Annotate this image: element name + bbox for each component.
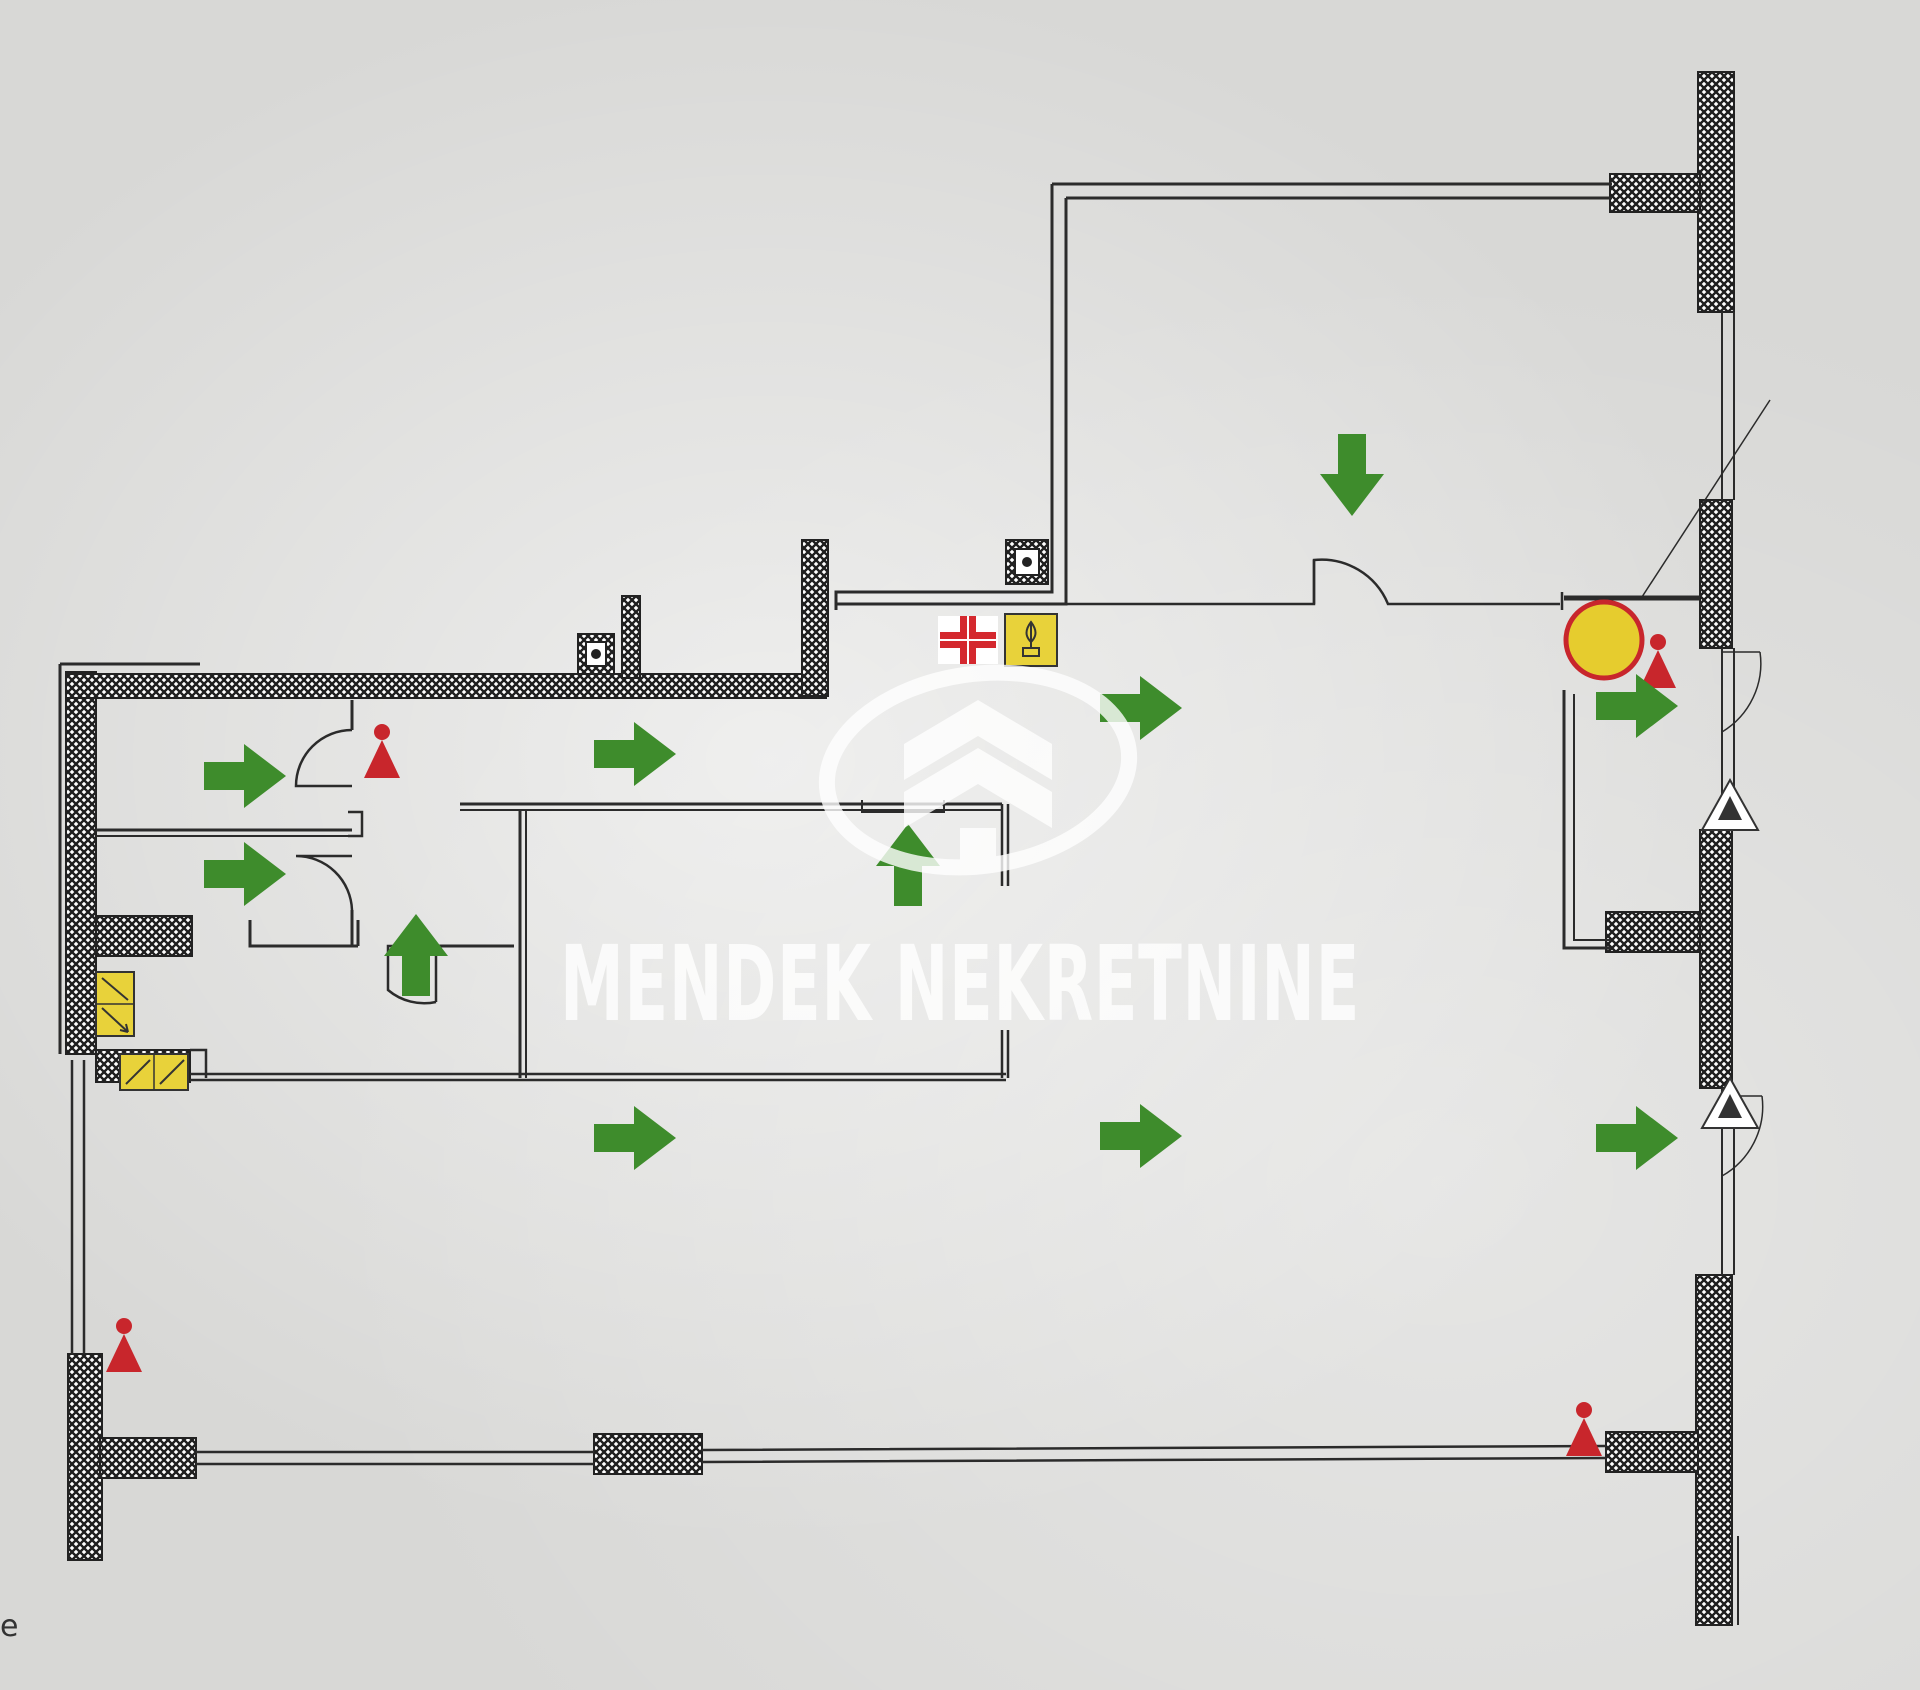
watermark-logo (818, 664, 1138, 876)
person-marker-icon (364, 724, 400, 778)
chimney-shaft-icon (577, 633, 615, 675)
right-wall-segment (1699, 829, 1733, 1089)
top-left-wall (65, 673, 827, 699)
person-marker-icon (106, 1318, 142, 1372)
notch-stub (621, 595, 641, 679)
right-wall-segment (1695, 1274, 1733, 1626)
chimney-shaft-icon (1005, 539, 1049, 585)
chimney-shafts (577, 539, 1049, 675)
person-marker-icon (1640, 634, 1676, 688)
stairs-icon (95, 971, 135, 1037)
green-arrow-right-icon (594, 722, 676, 786)
thin-walls (58, 182, 1771, 1625)
warning-triangle-icon (1700, 777, 1760, 831)
left-wall-upper (65, 671, 97, 1055)
green-arrow-down-icon (1320, 434, 1384, 516)
green-arrow-up-icon (384, 914, 448, 996)
person-marker-icon (1566, 1402, 1602, 1456)
edge-text: e (0, 1609, 18, 1644)
bottom-right-pier (1605, 1431, 1699, 1473)
green-arrow-right-icon (1596, 1106, 1678, 1170)
stairs-icon (119, 1053, 189, 1091)
bottom-middle-pier (593, 1433, 703, 1475)
left-wall-lower (67, 1353, 103, 1561)
right-wall-segment (1699, 499, 1733, 649)
bottom-left-pier (99, 1437, 197, 1479)
green-arrow-right-icon (204, 744, 286, 808)
alarm-bell-icon (1563, 599, 1645, 681)
green-arrow-right-icon (594, 1106, 676, 1170)
top-right-pier (1609, 173, 1701, 213)
notch-column (801, 539, 829, 697)
first-aid-cross-icon (938, 616, 998, 664)
wc-pier (95, 915, 193, 957)
warning-triangle-icon (1700, 1075, 1760, 1129)
green-arrow-right-icon (1100, 1104, 1182, 1168)
fire-extinguisher-icon (1004, 613, 1058, 667)
mid-right-pier (1605, 911, 1701, 953)
green-arrow-right-icon (204, 842, 286, 906)
right-column-wall (1697, 71, 1735, 313)
watermark-text: MENDEK NEKRETNINE (560, 923, 1360, 1045)
